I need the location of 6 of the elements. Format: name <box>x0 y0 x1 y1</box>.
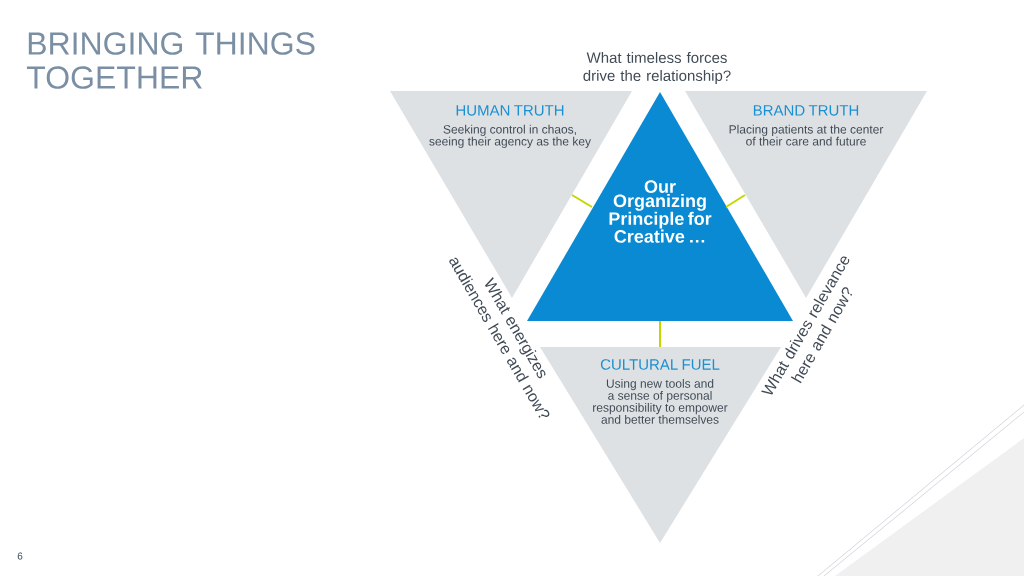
question-text: What timeless forces drive the relationship? <box>583 52 731 84</box>
page-number: 6 <box>17 552 23 560</box>
connector-line <box>725 194 746 208</box>
slide-title: BRINGING THINGS TOGETHER <box>26 32 315 89</box>
connector-line <box>659 320 661 348</box>
connector-line <box>571 194 593 208</box>
